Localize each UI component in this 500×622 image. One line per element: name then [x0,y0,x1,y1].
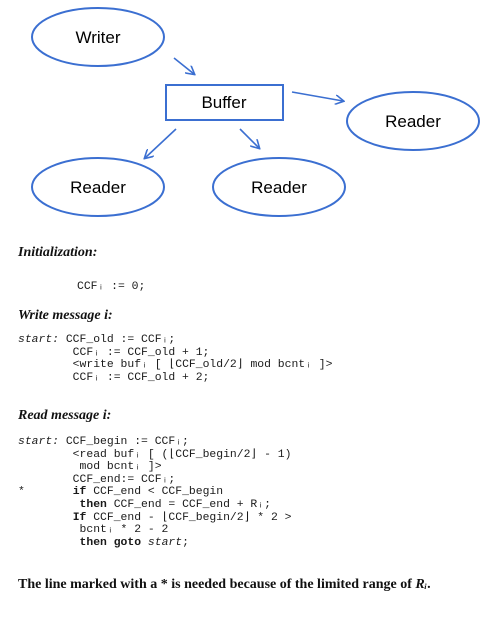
write-line-1: CCF_old := CCFᵢ; [59,334,176,346]
read-start-label: start: [18,436,60,448]
reader-left-label: Reader [70,178,126,197]
keyword-if-2: If [72,511,87,524]
edge-writer-to-buffer [173,57,194,74]
reader-node-middle: Reader [212,157,346,217]
asterisk-marker: * [18,486,25,499]
footnote-period: . [427,577,431,592]
read-line-8: bcntᵢ * 2 - 2 [18,524,169,537]
edge-buffer-to-reader-middle [239,128,259,148]
goto-target-label: start [147,536,183,549]
producer-consumer-diagram: Writer Buffer Reader Reader Reader [31,7,480,217]
keyword-if: if [72,486,87,499]
reader-right-label: Reader [385,112,441,131]
keyword-then: then [79,498,107,511]
write-line-4: CCFᵢ := CCF_old + 2; [18,371,210,384]
reader-middle-label: Reader [251,178,307,197]
init-code: CCFᵢ := 0; [77,281,145,294]
write-line-2: CCFᵢ := CCF_old + 1; [18,346,210,359]
read-line-9-end: ; [182,536,189,549]
read-line-2: <read bufᵢ [ (⌊CCF_begin/2⌋ - 1) [18,448,292,461]
read-line-3: mod bcntᵢ ]> [18,461,162,474]
buffer-node: Buffer [165,84,284,121]
reader-node-left: Reader [31,157,165,217]
read-line-6: CCF_end = CCF_end + Rᵢ; [106,498,271,511]
write-start-label: start: [18,334,60,346]
reader-node-right: Reader [346,91,480,151]
buffer-label: Buffer [201,93,246,112]
read-line-1: CCF_begin := CCFᵢ; [59,436,189,448]
init-line: CCFᵢ := 0; [77,281,146,293]
read-message-heading: Read message i: [18,408,112,423]
read-line-4: CCF_end:= CCFᵢ; [18,473,176,486]
write-message-heading: Write message i: [18,308,113,323]
writer-node: Writer [31,7,165,67]
read-line-5: CCF_end < CCF_begin [86,486,224,499]
read-line-7: CCF_end - ⌊CCF_begin/2⌋ * 2 > [86,511,292,524]
edge-buffer-to-reader-left [145,128,177,158]
read-code: start: CCF_begin := CCFᵢ; <read bufᵢ [ (… [18,436,291,549]
write-code: start: CCF_old := CCFᵢ; CCFᵢ := CCF_old … [18,334,332,384]
footnote-text: The line marked with a * is needed becau… [18,577,416,592]
footnote: The line marked with a * is needed becau… [18,574,458,596]
initialization-heading: Initialization: [18,245,98,260]
write-line-3: <write bufᵢ [ ⌊CCF_old/2⌋ mod bcntᵢ ]> [18,359,333,372]
writer-label: Writer [75,28,120,47]
footnote-variable: Rᵢ [415,577,428,592]
keyword-then-goto: then goto [79,536,142,549]
edge-buffer-to-reader-right [291,91,343,101]
